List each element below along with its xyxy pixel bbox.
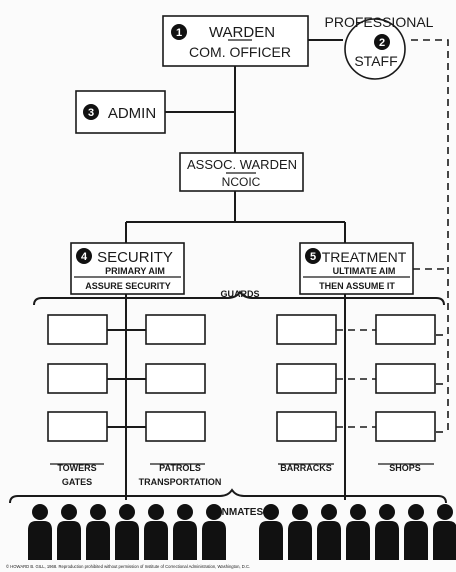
security-aim: PRIMARY AIM [105, 266, 165, 276]
security-node: 4 SECURITY PRIMARY AIM ASSURE SECURITY [71, 243, 184, 294]
security-title: SECURITY [97, 249, 173, 266]
warden-node: 1 WARDEN COM. OFFICER [163, 16, 308, 66]
inmate-figure [404, 504, 428, 560]
inmate-figure [375, 504, 399, 560]
transportation-label: TRANSPORTATION [139, 477, 222, 487]
inmate-figure [115, 504, 139, 560]
inmate-figure [288, 504, 312, 560]
patrols-transport-units [146, 315, 205, 441]
treatment-aim: ULTIMATE AIM [333, 266, 396, 276]
treatment-branches [336, 330, 376, 427]
badge-5-number: 5 [310, 251, 316, 263]
warden-title: WARDEN [209, 24, 275, 41]
inmates-brace [10, 490, 446, 503]
professional-label: PROFESSIONAL [325, 14, 434, 30]
security-goal: ASSURE SECURITY [85, 281, 171, 291]
assoc-warden-title: ASSOC. WARDEN [187, 157, 297, 172]
assoc-warden-subtitle: NCOIC [222, 175, 261, 189]
copyright-credit: © HOWARD B. GILL, 1968. Reproduction pro… [6, 564, 250, 569]
staff-label: STAFF [354, 53, 397, 69]
shops-units [376, 315, 435, 441]
treatment-title: TREATMENT [322, 249, 407, 265]
inmate-figure [28, 504, 52, 560]
guards-label: GUARDS [220, 289, 259, 299]
inmate-figure [317, 504, 341, 560]
inmate-figure [86, 504, 110, 560]
barracks-units [277, 315, 336, 441]
treatment-goal: THEN ASSUME IT [319, 281, 395, 291]
treatment-node: 5 TREATMENT ULTIMATE AIM THEN ASSUME IT [300, 243, 413, 294]
badge-1-number: 1 [176, 27, 182, 39]
inmate-figure [173, 504, 197, 560]
inmate-figure [346, 504, 370, 560]
gates-label: GATES [62, 477, 92, 487]
warden-subtitle: COM. OFFICER [189, 44, 291, 60]
badge-3-number: 3 [88, 107, 94, 119]
inmate-figure [57, 504, 81, 560]
inmates-label: INMATES [219, 507, 264, 518]
admin-node: 3 ADMIN [76, 91, 165, 133]
professional-node: PROFESSIONAL 2 STAFF [325, 14, 434, 79]
assoc-warden-node: ASSOC. WARDEN NCOIC [180, 153, 303, 191]
inmate-figure [433, 504, 456, 560]
badge-4-number: 4 [81, 251, 88, 263]
inmate-figure [144, 504, 168, 560]
badge-2-number: 2 [379, 37, 385, 49]
towers-gates-units [48, 315, 107, 441]
admin-label: ADMIN [108, 105, 156, 122]
